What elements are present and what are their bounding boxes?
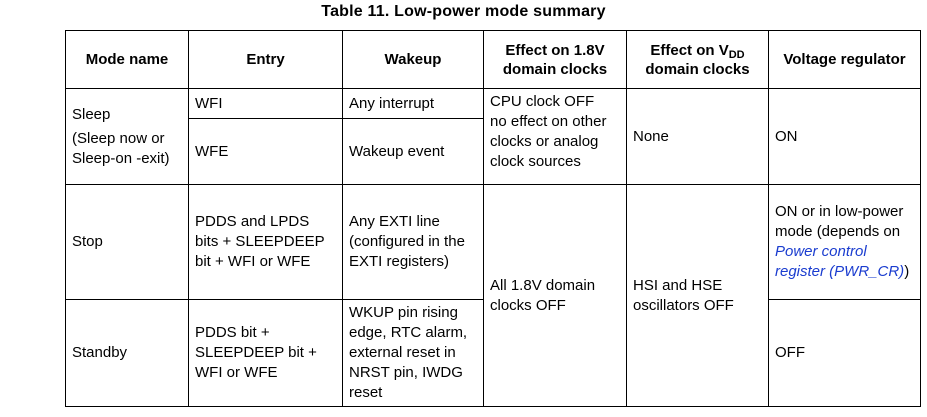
header-effect-vdd: Effect on VDD domain clocks [626, 30, 769, 89]
cell-standby-entry: PDDS bit + SLEEPDEEP bit + WFI or WFE [188, 299, 343, 407]
table-caption: Table 11. Low-power mode summary [321, 3, 606, 20]
cell-sleep-wakeup-interrupt: Any interrupt [342, 88, 484, 119]
header-effect-18v: Effect on 1.8V domain clocks [483, 30, 627, 89]
cell-sleep-effect-18v: CPU clock OFF no effect on other clocks … [483, 88, 627, 185]
header-entry: Entry [188, 30, 343, 89]
low-power-mode-table: Mode name Entry Wakeup Effect on 1.8V do… [65, 30, 921, 407]
cell-stop-wakeup: Any EXTI line (configured in the EXTI re… [342, 184, 484, 300]
header-mode-name: Mode name [65, 30, 189, 89]
cell-sleep-entry-wfe: WFE [188, 118, 343, 185]
cell-standby-wakeup: WKUP pin rising edge, RTC alarm, externa… [342, 299, 484, 407]
cell-stop-entry: PDDS and LPDS bits + SLEEPDEEP bit + WFI… [188, 184, 343, 300]
table-row-standby: Standby PDDS bit + SLEEPDEEP bit + WFI o… [65, 299, 921, 407]
cell-standby-name: Standby [65, 299, 189, 407]
cell-sleep-effect-vdd: None [626, 88, 769, 185]
cell-stop-standby-effect-vdd: HSI and HSE oscillators OFF [626, 184, 769, 407]
table-row-sleep-wfe: WFE Wakeup event [66, 118, 921, 185]
cell-stop-regulator: ON or in low-power mode (depends on Powe… [768, 184, 921, 300]
header-row: Mode name Entry Wakeup Effect on 1.8V do… [65, 30, 921, 89]
cell-sleep-name: Sleep (Sleep now or Sleep-on -exit) [65, 88, 189, 185]
cell-stop-standby-effect-18v: All 1.8V domain clocks OFF [483, 184, 627, 407]
header-wakeup: Wakeup [342, 30, 484, 89]
cell-sleep-wakeup-event: Wakeup event [342, 118, 484, 185]
header-voltage-regulator: Voltage regulator [768, 30, 921, 89]
table-row-stop: Stop PDDS and LPDS bits + SLEEPDEEP bit … [65, 184, 921, 407]
power-control-register-link[interactable]: Power control register (PWR_CR) [775, 243, 905, 280]
cell-sleep-regulator: ON [768, 88, 921, 185]
cell-sleep-entry-wfi: WFI [188, 88, 343, 119]
cell-stop-name: Stop [65, 184, 189, 300]
table-row-sleep-wfi: Sleep (Sleep now or Sleep-on -exit) WFI … [65, 88, 921, 185]
cell-standby-regulator: OFF [768, 299, 921, 407]
